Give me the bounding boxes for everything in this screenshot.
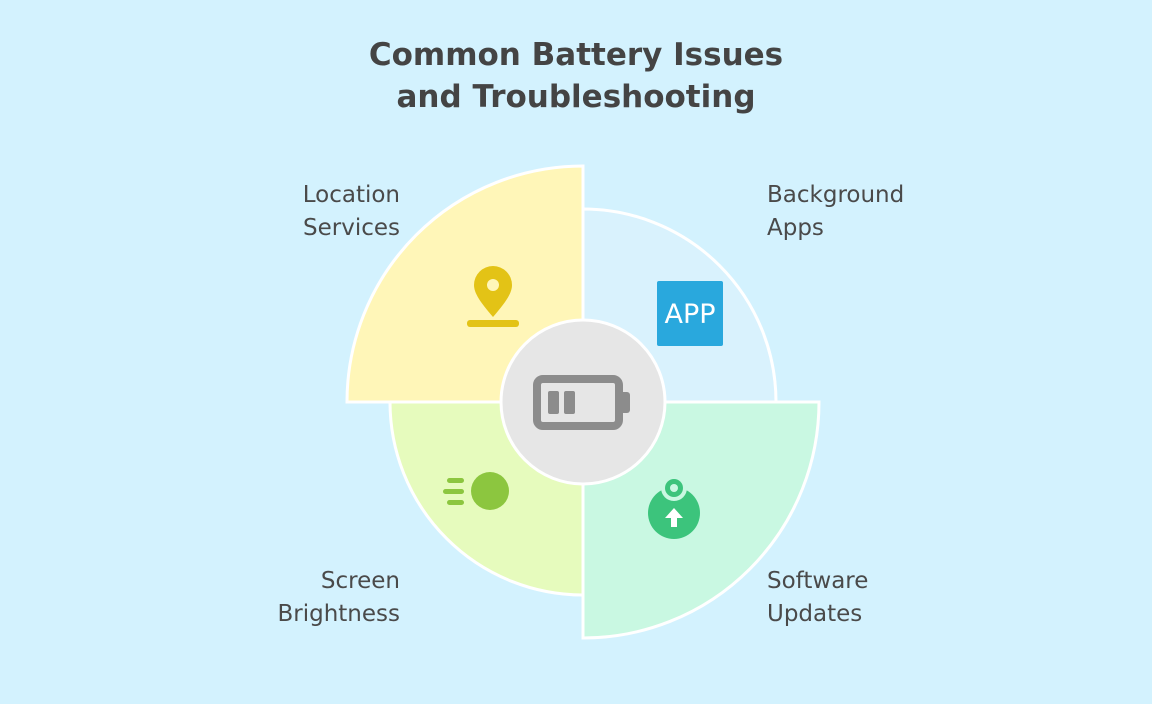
battery-low-icon xyxy=(533,375,630,430)
label-screen-line-2: Brightness xyxy=(277,601,400,627)
brightness-icon xyxy=(443,472,509,510)
label-screen-brightness: Screen Brightness xyxy=(277,565,400,631)
diagram-title: Common Battery Issues and Troubleshootin… xyxy=(276,34,876,118)
title-line-1: Common Battery Issues xyxy=(368,37,784,73)
label-location-line-2: Services xyxy=(303,215,400,241)
label-location-line-1: Location xyxy=(302,182,400,208)
update-icon xyxy=(648,475,700,539)
label-software-line-2: Updates xyxy=(767,601,863,627)
center-hub xyxy=(499,318,667,486)
label-software-line-1: Software xyxy=(767,568,869,594)
label-software-updates: Software Updates xyxy=(767,565,868,631)
title-line-2: and Troubleshooting xyxy=(396,79,756,115)
label-background-apps: Background Apps xyxy=(767,179,904,245)
label-location-services: Location Services xyxy=(303,179,400,245)
label-background-line-1: Background xyxy=(767,182,905,208)
app-icon-text: APP xyxy=(664,299,715,330)
app-icon: APP xyxy=(657,281,723,346)
label-screen-line-1: Screen xyxy=(320,568,400,594)
map-pin-icon xyxy=(467,266,519,327)
label-background-line-2: Apps xyxy=(767,215,824,241)
